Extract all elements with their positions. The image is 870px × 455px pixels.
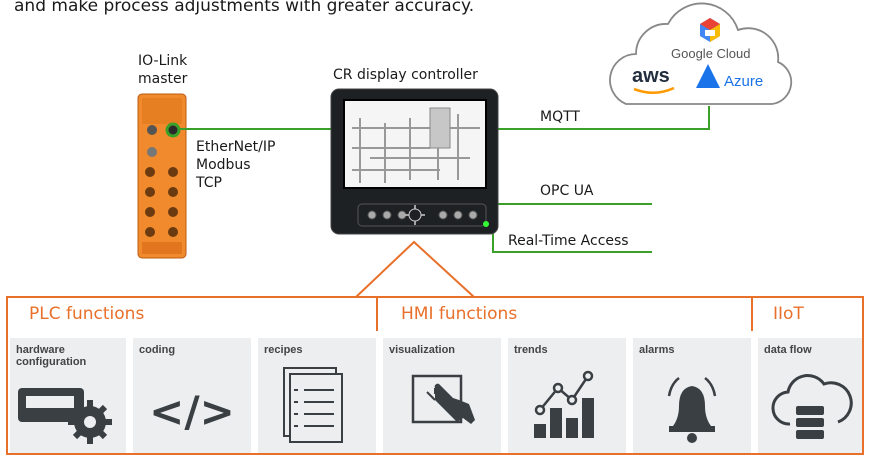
protocol-tcp: TCP <box>196 175 222 191</box>
rta-label: Real-Time Access <box>508 233 629 249</box>
card-label: hardware configuration <box>16 344 87 368</box>
mqtt-wire-vertical <box>708 106 710 130</box>
cloud-platforms: Google Cloud aws Azure <box>609 2 793 105</box>
section-hmi-functions: HMI functions <box>401 304 518 324</box>
trend-chart-icon <box>534 370 594 438</box>
aws-smile-icon <box>633 86 675 94</box>
controller-label: CR display controller <box>333 67 478 83</box>
card-coding: coding </> <box>133 338 251 453</box>
hardware-config-icon <box>18 388 112 444</box>
section-iiot: IIoT <box>773 304 804 324</box>
card-label: recipes <box>264 344 303 356</box>
rta-wire <box>492 251 652 253</box>
card-label: data flow <box>764 344 812 356</box>
cloud-database-icon <box>771 374 853 439</box>
iolink-label-line2: master <box>138 71 188 87</box>
google-cloud-text: Google Cloud <box>671 46 751 61</box>
iolink-master-device <box>137 93 187 259</box>
card-alarms: alarms <box>633 338 751 453</box>
google-cloud-icon <box>700 18 720 42</box>
bell-icon <box>667 377 717 443</box>
card-label: visualization <box>389 344 456 356</box>
cr-display-controller <box>330 88 499 235</box>
azure-text: Azure <box>724 73 763 90</box>
section-plc-functions: PLC functions <box>29 304 145 324</box>
opcua-label: OPC UA <box>540 183 594 199</box>
protocol-modbus: Modbus <box>196 157 251 173</box>
card-visualization: visualization <box>383 338 501 453</box>
recipe-list-icon <box>283 367 343 443</box>
card-recipes: recipes <box>258 338 376 453</box>
iolink-label-line1: IO-Link <box>138 53 188 69</box>
protocol-list: EtherNet/IP Modbus TCP <box>196 138 275 192</box>
azure-icon <box>696 64 720 88</box>
card-label: trends <box>514 344 548 356</box>
mqtt-wire <box>496 128 710 130</box>
card-label: alarms <box>639 344 675 356</box>
opcua-wire <box>496 203 652 205</box>
controller-screen <box>343 99 487 189</box>
rta-wire-vertical <box>492 226 494 252</box>
card-hardware-configuration: hardware configuration <box>10 338 126 453</box>
protocol-ethernetip: EtherNet/IP <box>196 139 276 155</box>
aws-text: aws <box>632 65 670 87</box>
mqtt-label: MQTT <box>540 109 580 125</box>
svg-text:</>: </> <box>149 387 235 436</box>
card-label: coding <box>139 344 176 356</box>
ethernet-wire <box>180 128 332 130</box>
intro-text: and make process adjustments with greate… <box>14 0 475 16</box>
code-icon: </> <box>149 387 235 436</box>
card-trends: trends <box>508 338 626 453</box>
card-data-flow: data flow <box>758 338 862 453</box>
iolink-master-label: IO-Link master <box>138 52 187 88</box>
touch-screen-icon <box>411 374 475 424</box>
